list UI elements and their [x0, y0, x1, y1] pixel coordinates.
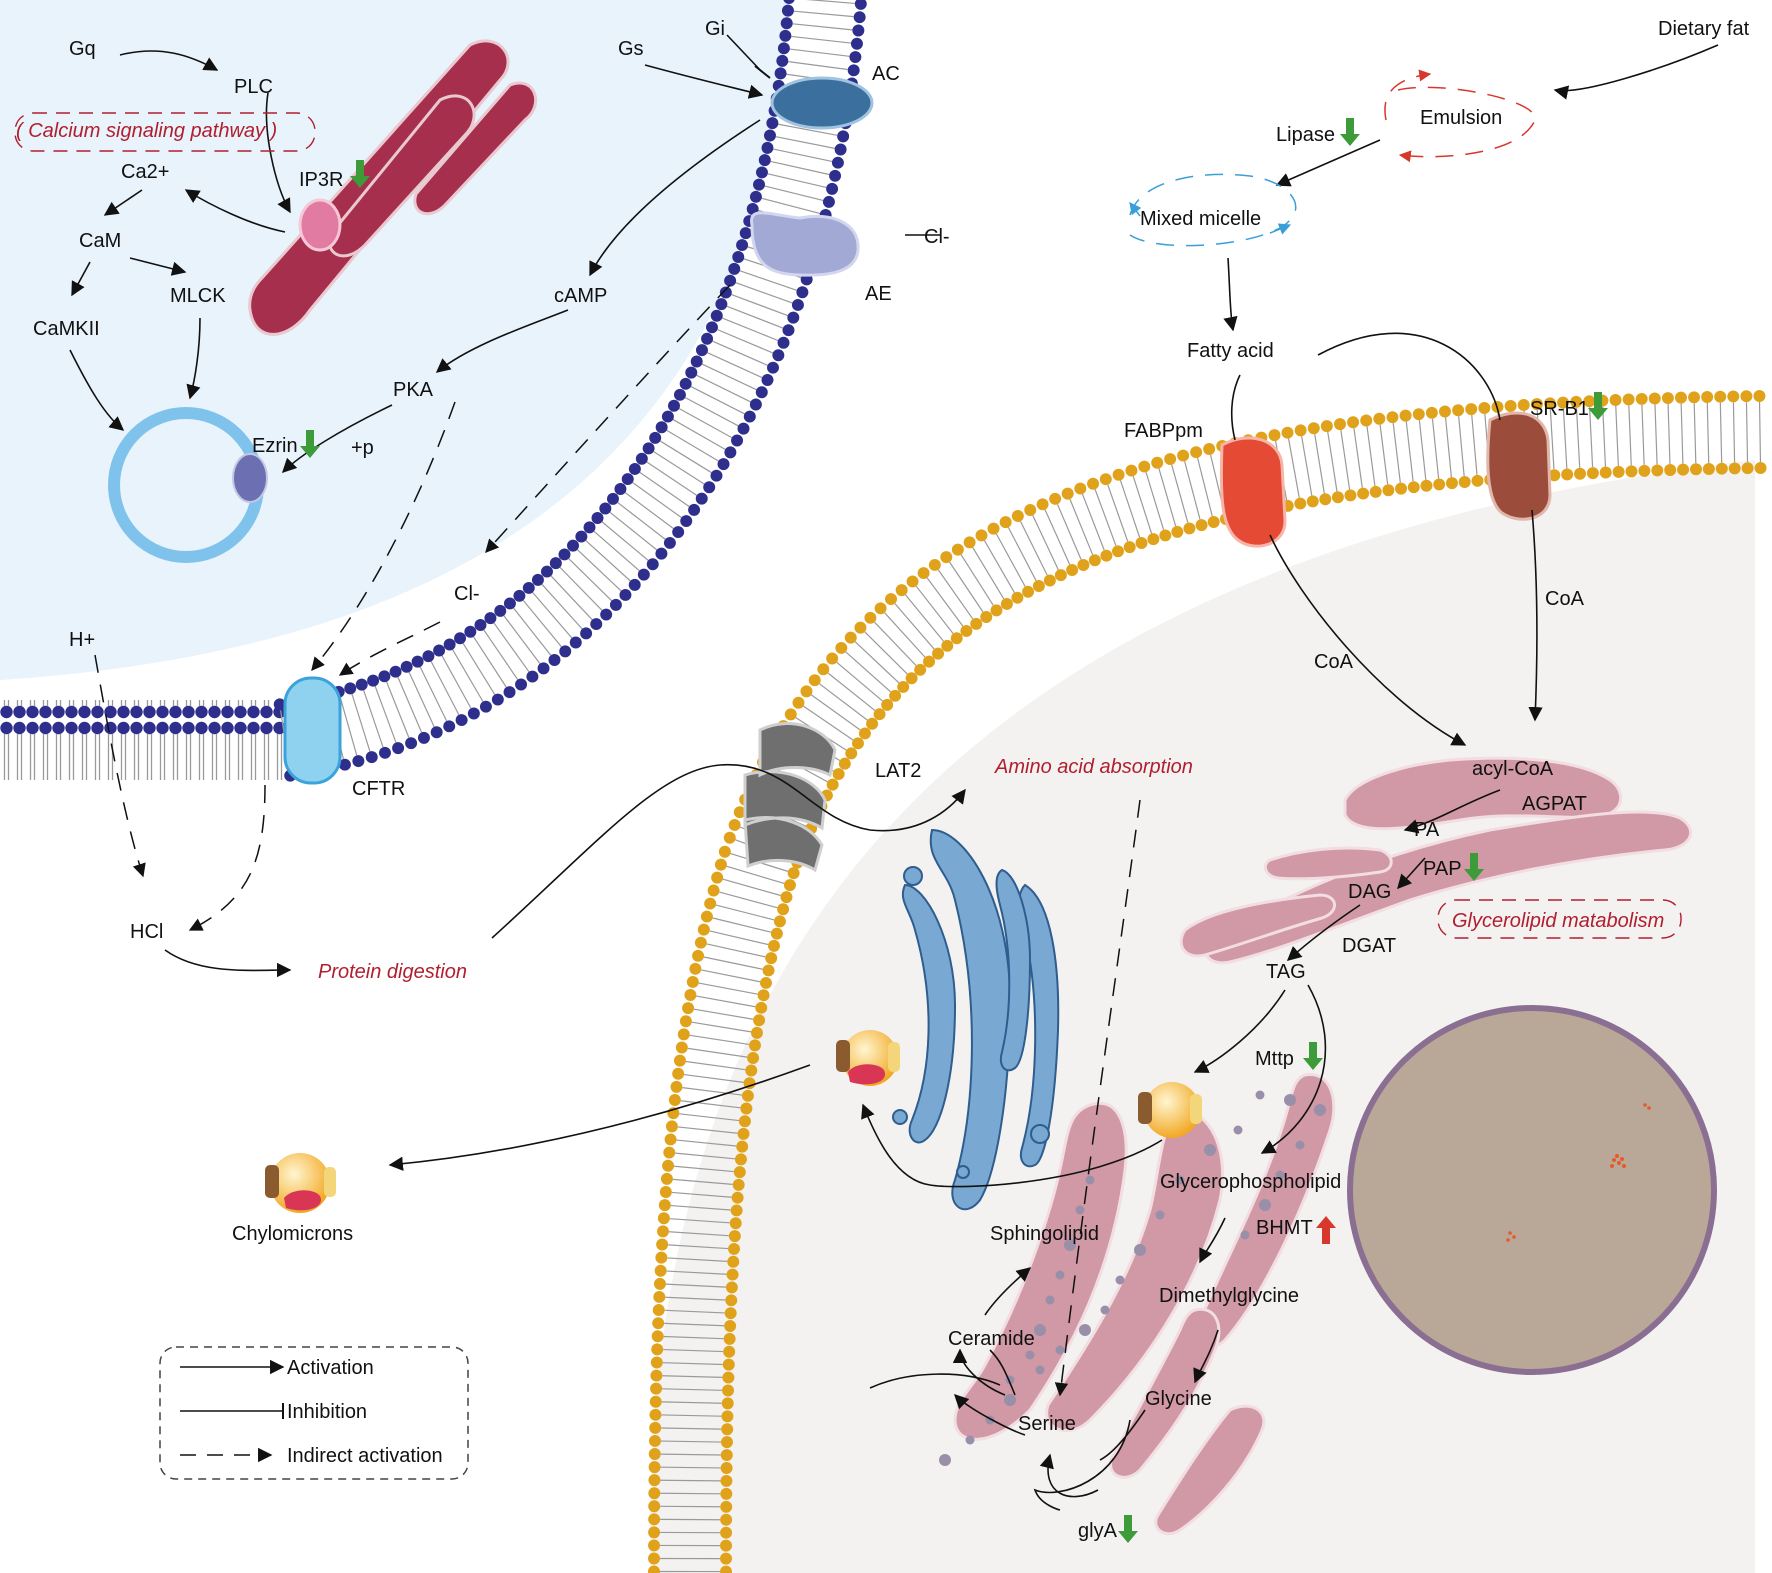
dgat-label: DGAT: [1342, 935, 1396, 957]
dashed-arrows: [94, 69, 1536, 1397]
camkii-label: CaMKII: [33, 318, 100, 340]
mixed-micelle-label: Mixed micelle: [1140, 208, 1261, 230]
mttp-label: Mttp: [1255, 1048, 1294, 1070]
glycerophospholipid-label: Glycerophospholipid: [1160, 1171, 1341, 1193]
legend-inhibition-label: Inhibition: [287, 1401, 367, 1423]
lipase-down-arrow: [1340, 118, 1360, 146]
ae-label: AE: [865, 283, 892, 305]
nucleus-dots: [1506, 1103, 1651, 1242]
srb1-label: SR-B1: [1530, 398, 1589, 420]
ribosomes: [939, 1090, 1326, 1466]
dimethylglycine-label: Dimethylglycine: [1159, 1285, 1299, 1307]
cftr-label: CFTR: [352, 778, 405, 800]
pap-label: PAP: [1423, 858, 1462, 880]
bhmt-up-arrow: [1316, 1216, 1336, 1244]
golgi-apparatus: [892, 828, 1060, 1211]
cl-in-label: Cl-: [454, 583, 480, 605]
fabppm-label: FABPpm: [1124, 420, 1203, 442]
endoplasmic-reticulum-lipid: [1179, 756, 1693, 965]
dietary-fat-label: Dietary fat: [1658, 18, 1750, 40]
chylomicron-er: [1138, 1082, 1202, 1138]
plus-p-label: +p: [351, 437, 374, 459]
nucleus: [1347, 1005, 1717, 1375]
acyl-coa-label: acyl-CoA: [1472, 758, 1554, 780]
pka-label: PKA: [393, 379, 434, 401]
ip3r-channel: [298, 198, 342, 252]
ezrin-protein: [232, 453, 268, 503]
ae-protein: [750, 211, 860, 277]
ezrin-label: Ezrin: [252, 435, 298, 457]
cl-out-label: Cl-: [924, 226, 950, 248]
cftr-protein: [283, 676, 342, 785]
ip3r-down-arrow: [350, 160, 370, 188]
legend-indirect-label: Indirect activation: [287, 1445, 443, 1467]
cam-label: CaM: [79, 230, 121, 252]
fatty-acid-label: Fatty acid: [1187, 340, 1274, 362]
gs-label: Gs: [618, 38, 644, 60]
mttp-down-arrow: [1303, 1042, 1323, 1070]
chylomicron-out: [265, 1153, 336, 1213]
legend-box: [159, 1346, 469, 1480]
glya-label: glyA: [1078, 1520, 1118, 1542]
coa-left-label: CoA: [1314, 651, 1354, 673]
srb1-transporter: [1486, 411, 1552, 521]
bhmt-label: BHMT: [1256, 1217, 1313, 1239]
regulation-markers: [300, 118, 1608, 1543]
emulsion-label: Emulsion: [1420, 107, 1502, 129]
labels: Gq PLC ( Calcium signaling pathway ) Ca2…: [16, 18, 1750, 1542]
lipase-label: Lipase: [1276, 124, 1335, 146]
agpat-label: AGPAT: [1522, 793, 1587, 815]
ac-protein: [770, 76, 874, 130]
serine-label: Serine: [1018, 1413, 1076, 1435]
chylomicrons-label: Chylomicrons: [232, 1223, 353, 1245]
ceramide-label: Ceramide: [948, 1328, 1035, 1350]
plc-label: PLC: [234, 76, 273, 98]
chylomicron-golgi: [836, 1030, 900, 1086]
ip3r-label: IP3R: [299, 169, 343, 191]
lat2-transporter: [743, 722, 837, 873]
srb1-down-arrow: [1588, 392, 1608, 420]
protein-digestion-label: Protein digestion: [318, 961, 467, 983]
glycerolipid-box: [1437, 899, 1682, 939]
ezrin-down-arrow: [300, 430, 320, 458]
tag-label: TAG: [1266, 961, 1306, 983]
fabppm-transporter: [1219, 436, 1287, 548]
hcl-label: HCl: [130, 921, 163, 943]
glycine-label: Glycine: [1145, 1388, 1212, 1410]
dag-label: DAG: [1348, 881, 1391, 903]
gq-label: Gq: [69, 38, 96, 60]
glycerolipid-label: Glycerolipid matabolism: [1452, 910, 1664, 932]
mlck-label: MLCK: [170, 285, 226, 307]
lat2-label: LAT2: [875, 760, 921, 782]
legend-activation-label: Activation: [287, 1357, 374, 1379]
amino-acid-absorption-label: Amino acid absorption: [994, 756, 1193, 778]
legend: Activation Inhibition Indirect activatio…: [159, 1346, 469, 1480]
ca2-label: Ca2+: [121, 161, 169, 183]
calcium-pathway-label: ( Calcium signaling pathway ): [16, 120, 277, 142]
arrows: [69, 34, 1719, 1511]
cell-one-cytoplasm: [0, 0, 790, 680]
gi-label: Gi: [705, 18, 725, 40]
ac-label: AC: [872, 63, 900, 85]
endoplasmic-reticulum-top: [248, 39, 538, 336]
sphingolipid-label: Sphingolipid: [990, 1223, 1099, 1245]
camp-label: cAMP: [554, 285, 607, 307]
blue-membrane: [0, 700, 290, 780]
pa-label: PA: [1414, 819, 1440, 841]
glya-down-arrow: [1118, 1515, 1138, 1543]
pap-down-arrow: [1464, 853, 1484, 881]
h-plus-label: H+: [69, 629, 95, 651]
coa-right-label: CoA: [1545, 588, 1585, 610]
